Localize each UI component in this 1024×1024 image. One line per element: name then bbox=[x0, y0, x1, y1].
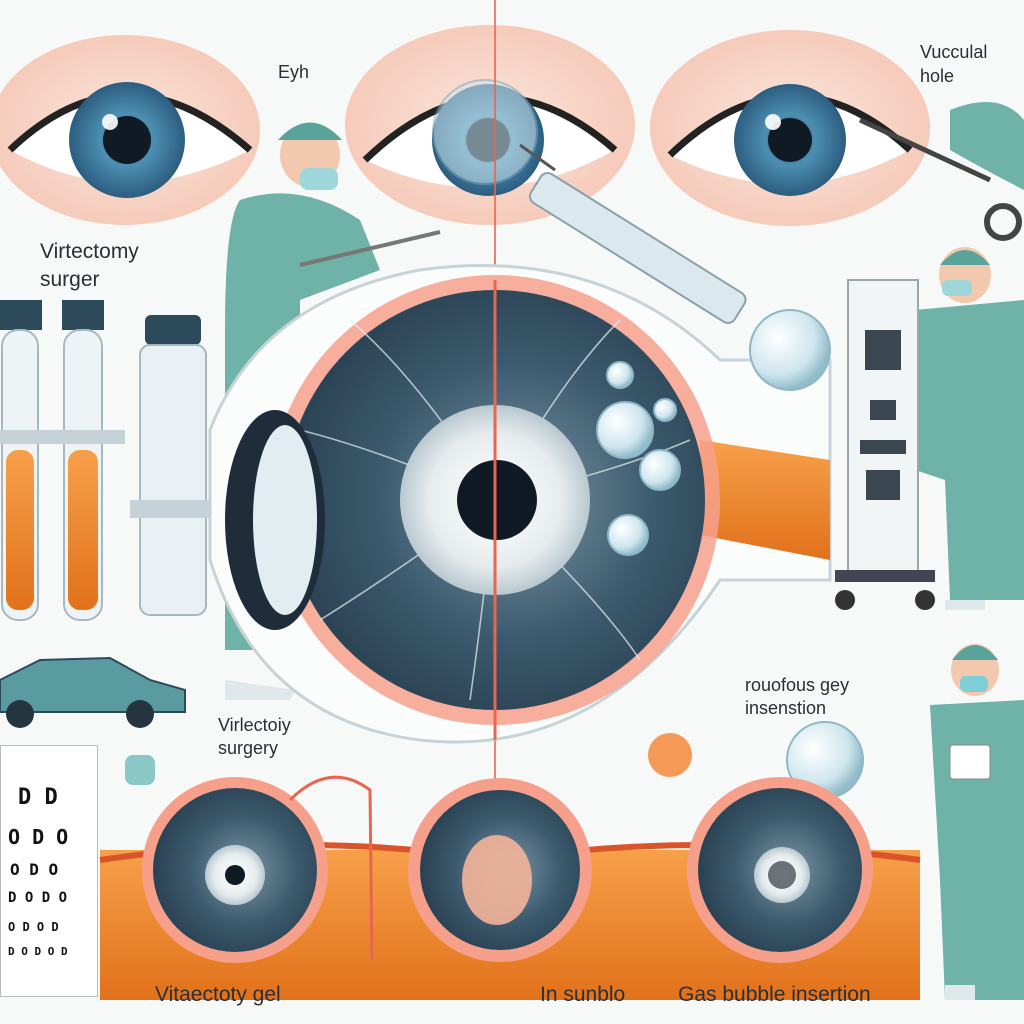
scissors-icon bbox=[858, 102, 1024, 241]
top-eye-left bbox=[0, 35, 260, 225]
bottom-eye-2 bbox=[408, 778, 592, 962]
syringe-icon bbox=[519, 143, 747, 324]
cross-section-eye bbox=[208, 264, 832, 744]
car-icon bbox=[0, 656, 186, 728]
label-bottom-bubble: In sunblo bbox=[540, 983, 626, 1006]
label-bottom-gel: Vitaectoty gel bbox=[155, 983, 281, 1006]
gas-bubble-icon bbox=[596, 309, 864, 799]
bottom-eye-3 bbox=[687, 777, 873, 963]
small-square-icon bbox=[125, 755, 155, 785]
top-eye-right bbox=[650, 30, 930, 226]
label-vitrectomy-mid: Virlectoiy surgery bbox=[218, 715, 291, 759]
surgeon-right-bottom bbox=[930, 644, 1024, 1000]
eye-chart-icon: D D O D O O D O D O D O O D O D D O D O … bbox=[0, 745, 120, 997]
label-eye-top: Eyh bbox=[278, 62, 310, 82]
bottom-eye-1 bbox=[142, 775, 374, 963]
top-eye-middle bbox=[345, 25, 635, 225]
label-vitrectomy-top: Virtectomy surger bbox=[40, 240, 139, 292]
label-gas-top: rouofous gey insenstion bbox=[745, 675, 850, 719]
label-macular-hole: Vucculal hole bbox=[920, 42, 988, 87]
label-bottom-gas: Gas bubble insertion bbox=[678, 983, 871, 1006]
test-tube-icon bbox=[0, 300, 230, 621]
surgical-machine bbox=[835, 279, 935, 610]
